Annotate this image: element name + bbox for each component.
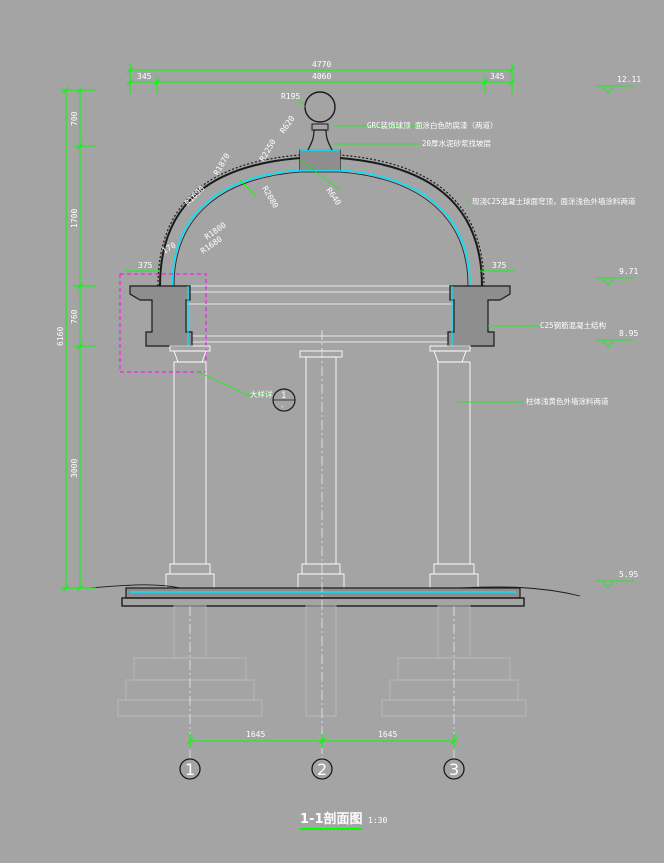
dome bbox=[157, 91, 485, 287]
dim-cornice-right: 375 bbox=[492, 261, 507, 270]
detail-box bbox=[119, 273, 207, 373]
elevation-12-11: 12.11 bbox=[617, 75, 641, 84]
cornice-right bbox=[447, 285, 511, 347]
note-grc: GRC装饰球顶 面涂白色防腐漆（两道） bbox=[367, 120, 498, 130]
finial-collar bbox=[311, 123, 329, 131]
slab-footing bbox=[121, 597, 525, 607]
dome-outer-texture bbox=[157, 154, 485, 287]
radius-r1690: R1690 bbox=[183, 184, 207, 208]
detail-callout-sheet: - bbox=[280, 402, 285, 411]
column-middle bbox=[297, 350, 345, 589]
column-right bbox=[429, 345, 479, 589]
axis-1-circle bbox=[179, 758, 201, 780]
radius-r620: R620 bbox=[278, 114, 297, 135]
axis-3-circle bbox=[443, 758, 465, 780]
leader-lines bbox=[197, 99, 540, 403]
dim-left-seg2: 1700 bbox=[70, 209, 79, 228]
radius-r2080: R2080 bbox=[260, 185, 280, 211]
dome-inner-dark bbox=[173, 171, 469, 287]
note-detail: 大样详 bbox=[250, 389, 273, 399]
cornice-left bbox=[129, 285, 193, 347]
dimension-ticks bbox=[62, 66, 516, 745]
detail-callout-number: 1 bbox=[281, 391, 286, 401]
note-mortar: 20厚水泥砂浆找坡层 bbox=[422, 138, 492, 148]
note-cast-dome: 现浇C25混凝土球面穹顶，面涂浅色外墙涂料两道 bbox=[472, 196, 636, 206]
column-left bbox=[165, 345, 215, 589]
finial-ball bbox=[304, 91, 336, 123]
dim-left-seg3: 760 bbox=[70, 309, 79, 324]
base bbox=[87, 584, 581, 607]
dimension-lines bbox=[60, 64, 514, 830]
dim-left-seg4: 3000 bbox=[70, 459, 79, 478]
slab bbox=[125, 587, 521, 599]
dim-cornice-left: 375 bbox=[138, 261, 153, 270]
drawing-scale: 1:30 bbox=[368, 816, 387, 825]
axis-3-label: 3 bbox=[449, 760, 459, 779]
dim-bottom-right: 1645 bbox=[378, 730, 397, 739]
axis-2-circle bbox=[311, 758, 333, 780]
dome-outer-shell bbox=[159, 157, 483, 287]
dim-top-right: 345 bbox=[490, 72, 505, 81]
axis-bubbles bbox=[179, 758, 465, 780]
drawing-title: 1-1剖面图 bbox=[300, 811, 363, 827]
note-beam: C25钢筋混凝土结构 bbox=[540, 320, 607, 330]
axis-lines bbox=[189, 330, 455, 758]
dim-left-seg1: 700 bbox=[70, 111, 79, 126]
dim-top-inner: 4060 bbox=[312, 72, 331, 81]
radius-r2250: R2250 bbox=[258, 137, 278, 163]
dim-top-total: 4770 bbox=[312, 60, 331, 69]
axis-1-label: 1 bbox=[185, 760, 195, 779]
entablature bbox=[119, 273, 511, 373]
dim-top-left: 345 bbox=[137, 72, 152, 81]
elevation-markers bbox=[596, 85, 634, 589]
elevation-9-71: 9.71 bbox=[619, 267, 638, 276]
note-column: 柱体浅黄色外墙涂料两道 bbox=[526, 396, 609, 406]
elevation-8-95: 8.95 bbox=[619, 329, 638, 338]
elevation-5-95: 5.95 bbox=[619, 570, 638, 579]
dim-left-total: 6160 bbox=[56, 327, 65, 346]
neck-hatch bbox=[300, 150, 340, 170]
radius-r640: R640 bbox=[324, 186, 343, 207]
radius-r195: R195 bbox=[281, 92, 300, 101]
dim-bottom-left: 1645 bbox=[246, 730, 265, 739]
finial-stem bbox=[307, 129, 333, 151]
axis-2-label: 2 bbox=[317, 760, 327, 779]
columns bbox=[165, 345, 479, 589]
